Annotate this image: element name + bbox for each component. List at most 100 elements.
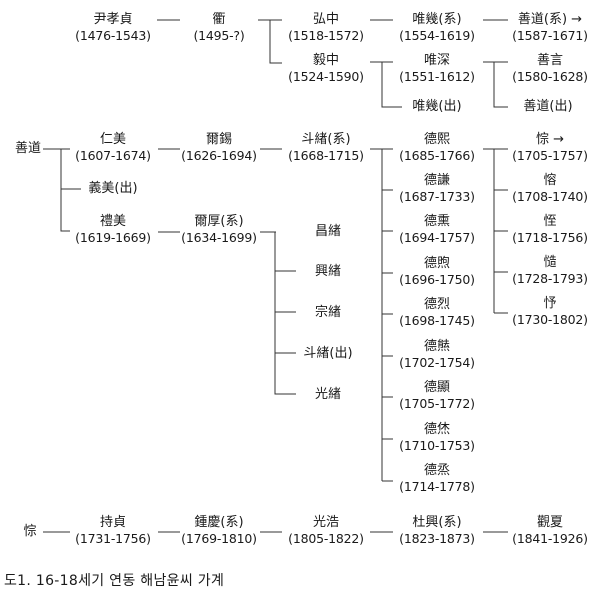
node-name: 德熏	[423, 214, 450, 229]
node-douxu-out: 斗緖(出)	[303, 346, 353, 361]
node-duxing-adopted: 杜興(系) (1823-1873)	[399, 515, 475, 547]
node-years: (1580-1628)	[512, 69, 588, 84]
node-name: 唯幾(系)	[412, 12, 462, 27]
node-name: 德烋	[423, 422, 450, 437]
node-zongxu: 宗緖	[314, 305, 342, 320]
node-name: 德㷱	[423, 339, 450, 354]
node-name: 杜興(系)	[412, 515, 462, 530]
node-years: (1728-1793)	[512, 271, 588, 286]
node-years: (1718-1756)	[512, 230, 588, 245]
node-name: 唯深	[423, 53, 450, 68]
node-years: (1696-1750)	[399, 272, 475, 287]
node-name: 善道(系) →	[517, 12, 583, 27]
node-de-1702: 德㷱 (1702-1754)	[399, 339, 475, 371]
node-cong: 悰 → (1705-1757)	[512, 132, 588, 164]
node-name: 德煦	[423, 256, 450, 271]
node-douxu-adopted: 斗緖(系) (1668-1715)	[288, 132, 364, 164]
node-dexi: 德熙 (1685-1766)	[399, 132, 475, 164]
node-weiji-out: 唯幾(出)	[412, 99, 462, 114]
node-renmei: 仁美 (1607-1674)	[75, 132, 151, 164]
node-name: 悰 →	[535, 132, 565, 147]
node-rong: 愹 (1708-1740)	[512, 173, 588, 205]
node-years: (1587-1671)	[512, 28, 588, 43]
node-erxi: 爾錫 (1626-1694)	[181, 132, 257, 164]
node-erhou-adopted: 爾厚(系) (1634-1699)	[181, 214, 257, 246]
node-years: (1495-?)	[193, 28, 245, 43]
node-years: (1607-1674)	[75, 148, 151, 163]
node-name: 光浩	[312, 515, 339, 530]
node-dezheng: 德烝 (1714-1778)	[399, 463, 475, 495]
node-cong-root: 悰	[23, 524, 37, 539]
node-yin-xiaozhen: 尹孝貞 (1476-1543)	[75, 12, 151, 44]
node-name: 爾厚(系)	[194, 214, 244, 229]
node-yimei-out: 義美(出)	[88, 181, 138, 196]
node-limei: 禮美 (1619-1669)	[75, 214, 151, 246]
node-changxu: 昌緖	[314, 224, 342, 239]
node-years: (1668-1715)	[288, 148, 364, 163]
node-name: 斗緖(系)	[301, 132, 351, 147]
node-shandao-adopted: 善道(系) → (1587-1671)	[512, 12, 588, 44]
node-years: (1730-1802)	[512, 312, 588, 327]
node-name: 善言	[536, 53, 563, 68]
node-years: (1524-1590)	[288, 69, 364, 84]
node-name: 持貞	[99, 515, 126, 530]
node-years: (1551-1612)	[399, 69, 475, 84]
node-name: 衢	[212, 12, 226, 27]
node-dexu: 德煦 (1696-1750)	[399, 256, 475, 288]
node-years: (1705-1757)	[512, 148, 588, 163]
node-name: 愹	[543, 173, 557, 188]
node-delie: 德烈 (1698-1745)	[399, 297, 475, 329]
node-dexiu: 德烋 (1710-1753)	[399, 422, 475, 454]
node-shanyan: 善言 (1580-1628)	[512, 53, 588, 85]
node-name: 毅中	[312, 53, 339, 68]
node-shandao-root: 善道	[14, 141, 42, 156]
node-years: (1708-1740)	[512, 189, 588, 204]
node-name: 弘中	[312, 12, 339, 27]
node-name: 德顯	[423, 380, 450, 395]
node-name: 德烝	[423, 463, 450, 478]
node-years: (1702-1754)	[399, 355, 475, 370]
node-qu: 衢 (1495-?)	[193, 12, 244, 44]
node-years: (1685-1766)	[399, 148, 475, 163]
node-years: (1626-1694)	[181, 148, 257, 163]
node-years: (1518-1572)	[288, 28, 364, 43]
node-guanxia: 觀夏 (1841-1926)	[512, 515, 588, 547]
node-years: (1841-1926)	[512, 531, 588, 546]
node-name: 鍾慶(系)	[194, 515, 244, 530]
node-guanghao: 光浩 (1805-1822)	[288, 515, 364, 547]
node-dexian: 德顯 (1705-1772)	[399, 380, 475, 412]
node-name: 德熙	[423, 132, 450, 147]
node-years: (1694-1757)	[399, 230, 475, 245]
node-yizhong: 毅中 (1524-1590)	[288, 53, 364, 85]
node-zhongqing-adopted: 鍾慶(系) (1769-1810)	[181, 515, 257, 547]
node-years: (1805-1822)	[288, 531, 364, 546]
node-years: (1769-1810)	[181, 531, 257, 546]
node-years: (1554-1619)	[399, 28, 475, 43]
node-guangxu: 光緖	[314, 387, 342, 402]
node-years: (1705-1772)	[399, 396, 475, 411]
node-name: 恎	[543, 214, 557, 229]
node-name: 忬	[543, 296, 557, 311]
node-name: 慥	[543, 255, 557, 270]
node-xingxu: 興緖	[314, 264, 342, 279]
node-name: 觀夏	[536, 515, 563, 530]
node-deqian: 德謙 (1687-1733)	[399, 173, 475, 205]
node-weiji-adopted: 唯幾(系) (1554-1619)	[399, 12, 475, 44]
node-name: 仁美	[99, 132, 126, 147]
node-years: (1698-1745)	[399, 313, 475, 328]
node-zao: 慥 (1728-1793)	[512, 255, 588, 287]
node-dexun: 德熏 (1694-1757)	[399, 214, 475, 246]
node-years: (1476-1543)	[75, 28, 151, 43]
node-years: (1714-1778)	[399, 479, 475, 494]
node-name: 德烈	[423, 297, 450, 312]
node-years: (1619-1669)	[75, 230, 151, 245]
node-years: (1823-1873)	[399, 531, 475, 546]
node-years: (1634-1699)	[181, 230, 257, 245]
node-name: 德謙	[423, 173, 450, 188]
node-name: 爾錫	[205, 132, 232, 147]
node-years: (1710-1753)	[399, 438, 475, 453]
node-years: (1687-1733)	[399, 189, 475, 204]
node-die: 恎 (1718-1756)	[512, 214, 588, 246]
